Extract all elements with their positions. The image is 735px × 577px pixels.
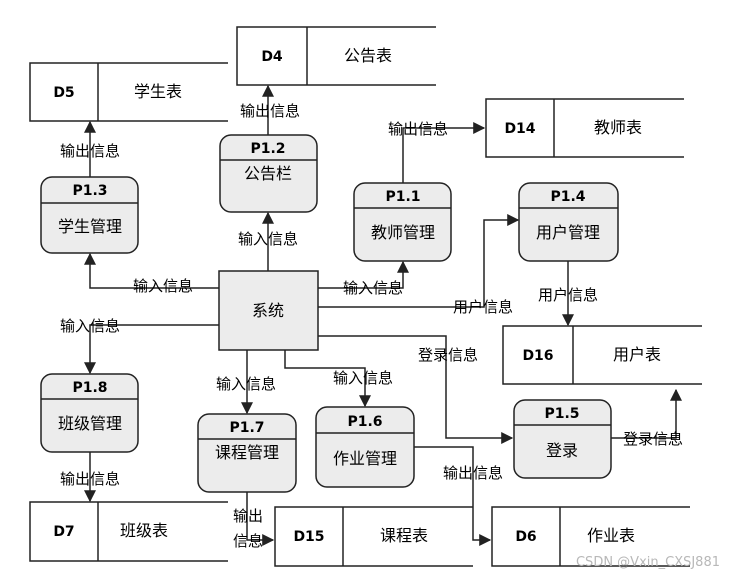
flow-arrow-p11-to-d14 bbox=[402, 122, 486, 183]
datastore-d6-id: D6 bbox=[515, 529, 536, 545]
datastore-d15: D15 课程表 bbox=[274, 506, 473, 567]
flow-label-system-p11: 输入信息 bbox=[343, 279, 403, 297]
flow-arrow-system-to-p15 bbox=[318, 335, 514, 444]
datastore-d5-id: D5 bbox=[53, 85, 74, 101]
flow-arrow-p15-to-d16 bbox=[611, 388, 682, 439]
process-p17: P1.7 课程管理 bbox=[197, 413, 297, 493]
process-p16-name: 作业管理 bbox=[333, 449, 397, 468]
process-p12-id: P1.2 bbox=[250, 141, 285, 157]
datastore-d7: D7 班级表 bbox=[29, 501, 228, 562]
flow-label-system-p15: 登录信息 bbox=[418, 346, 478, 364]
process-p15-name: 登录 bbox=[546, 441, 578, 460]
process-p17-name: 课程管理 bbox=[215, 443, 279, 462]
process-p16: P1.6 作业管理 bbox=[315, 406, 415, 488]
process-p18-name: 班级管理 bbox=[58, 414, 122, 433]
flow-label-p15-d16: 登录信息 bbox=[623, 430, 683, 448]
flow-arrow-p16-to-d6 bbox=[414, 446, 492, 546]
process-p13-id: P1.3 bbox=[72, 183, 107, 199]
process-p15-id: P1.5 bbox=[544, 406, 579, 422]
datastore-d15-name: 课程表 bbox=[380, 526, 428, 545]
flow-label-system-p13: 输入信息 bbox=[133, 277, 193, 295]
datastore-d14-name: 教师表 bbox=[594, 118, 642, 137]
flow-label-p14-d16: 用户信息 bbox=[538, 286, 598, 304]
process-p13: P1.3 学生管理 bbox=[40, 176, 139, 254]
datastore-d5-name: 学生表 bbox=[134, 82, 182, 101]
flow-arrow-system-to-p14 bbox=[318, 214, 520, 308]
flow-arrow-system-to-p13 bbox=[84, 252, 219, 289]
datastore-d7-name: 班级表 bbox=[120, 521, 168, 540]
datastore-d16-id: D16 bbox=[522, 348, 553, 364]
flow-label-p17-d15-line1: 输出 bbox=[233, 507, 263, 525]
flow-label-system-p12: 输入信息 bbox=[238, 230, 298, 248]
flow-label-p18-d7: 输出信息 bbox=[60, 470, 120, 488]
datastore-d4: D4 公告表 bbox=[236, 26, 436, 86]
flow-arrow-system-to-p11 bbox=[318, 260, 409, 289]
process-p14-id: P1.4 bbox=[550, 189, 585, 205]
flow-arrow-system-to-p18 bbox=[84, 324, 219, 375]
datastore-d16-name: 用户表 bbox=[613, 345, 661, 364]
flow-label-p12-d4: 输出信息 bbox=[240, 102, 300, 120]
process-p11-id: P1.1 bbox=[385, 189, 420, 205]
datastore-d14-id: D14 bbox=[504, 121, 535, 137]
process-p17-id: P1.7 bbox=[229, 420, 264, 436]
flow-arrow-system-to-p16 bbox=[284, 350, 371, 408]
process-p14-name: 用户管理 bbox=[536, 223, 600, 242]
datastore-d4-id: D4 bbox=[261, 49, 283, 65]
flow-label-system-p18: 输入信息 bbox=[60, 317, 120, 335]
system-label: 系统 bbox=[252, 301, 284, 320]
system-box: 系统 bbox=[218, 270, 319, 351]
process-p11-name: 教师管理 bbox=[371, 223, 435, 242]
process-p14: P1.4 用户管理 bbox=[518, 182, 619, 262]
datastore-d14: D14 教师表 bbox=[485, 98, 684, 158]
process-p12: P1.2 公告栏 bbox=[219, 134, 318, 213]
process-p11: P1.1 教师管理 bbox=[353, 182, 452, 262]
datastore-d6: D6 作业表 bbox=[491, 506, 690, 567]
flow-label-p13-d5: 输出信息 bbox=[60, 142, 120, 160]
flow-label-system-p16: 输入信息 bbox=[333, 369, 393, 387]
flow-label-system-p17: 输入信息 bbox=[216, 375, 276, 393]
flow-label-system-p14: 用户信息 bbox=[453, 298, 513, 316]
flow-label-p16-d6: 输出信息 bbox=[443, 464, 503, 482]
process-p12-name: 公告栏 bbox=[244, 164, 292, 183]
process-p18: P1.8 班级管理 bbox=[40, 373, 139, 453]
datastore-d16: D16 用户表 bbox=[502, 325, 702, 385]
process-p15: P1.5 登录 bbox=[513, 399, 612, 479]
datastore-d4-name: 公告表 bbox=[344, 46, 392, 65]
process-p13-name: 学生管理 bbox=[58, 217, 122, 236]
flow-label-p11-d14: 输出信息 bbox=[388, 120, 448, 138]
datastore-d7-id: D7 bbox=[53, 524, 74, 540]
watermark-text: CSDN @Vxin_CXSJ881 bbox=[576, 555, 720, 570]
process-p18-id: P1.8 bbox=[72, 380, 107, 396]
datastore-d15-id: D15 bbox=[293, 529, 324, 545]
process-p16-id: P1.6 bbox=[347, 414, 382, 430]
datastore-d6-name: 作业表 bbox=[587, 526, 635, 545]
flow-label-p17-d15-line2: 信息 bbox=[233, 532, 263, 550]
flow-arrow-p17-to-d15 bbox=[246, 492, 275, 546]
datastore-d5: D5 学生表 bbox=[29, 62, 228, 122]
